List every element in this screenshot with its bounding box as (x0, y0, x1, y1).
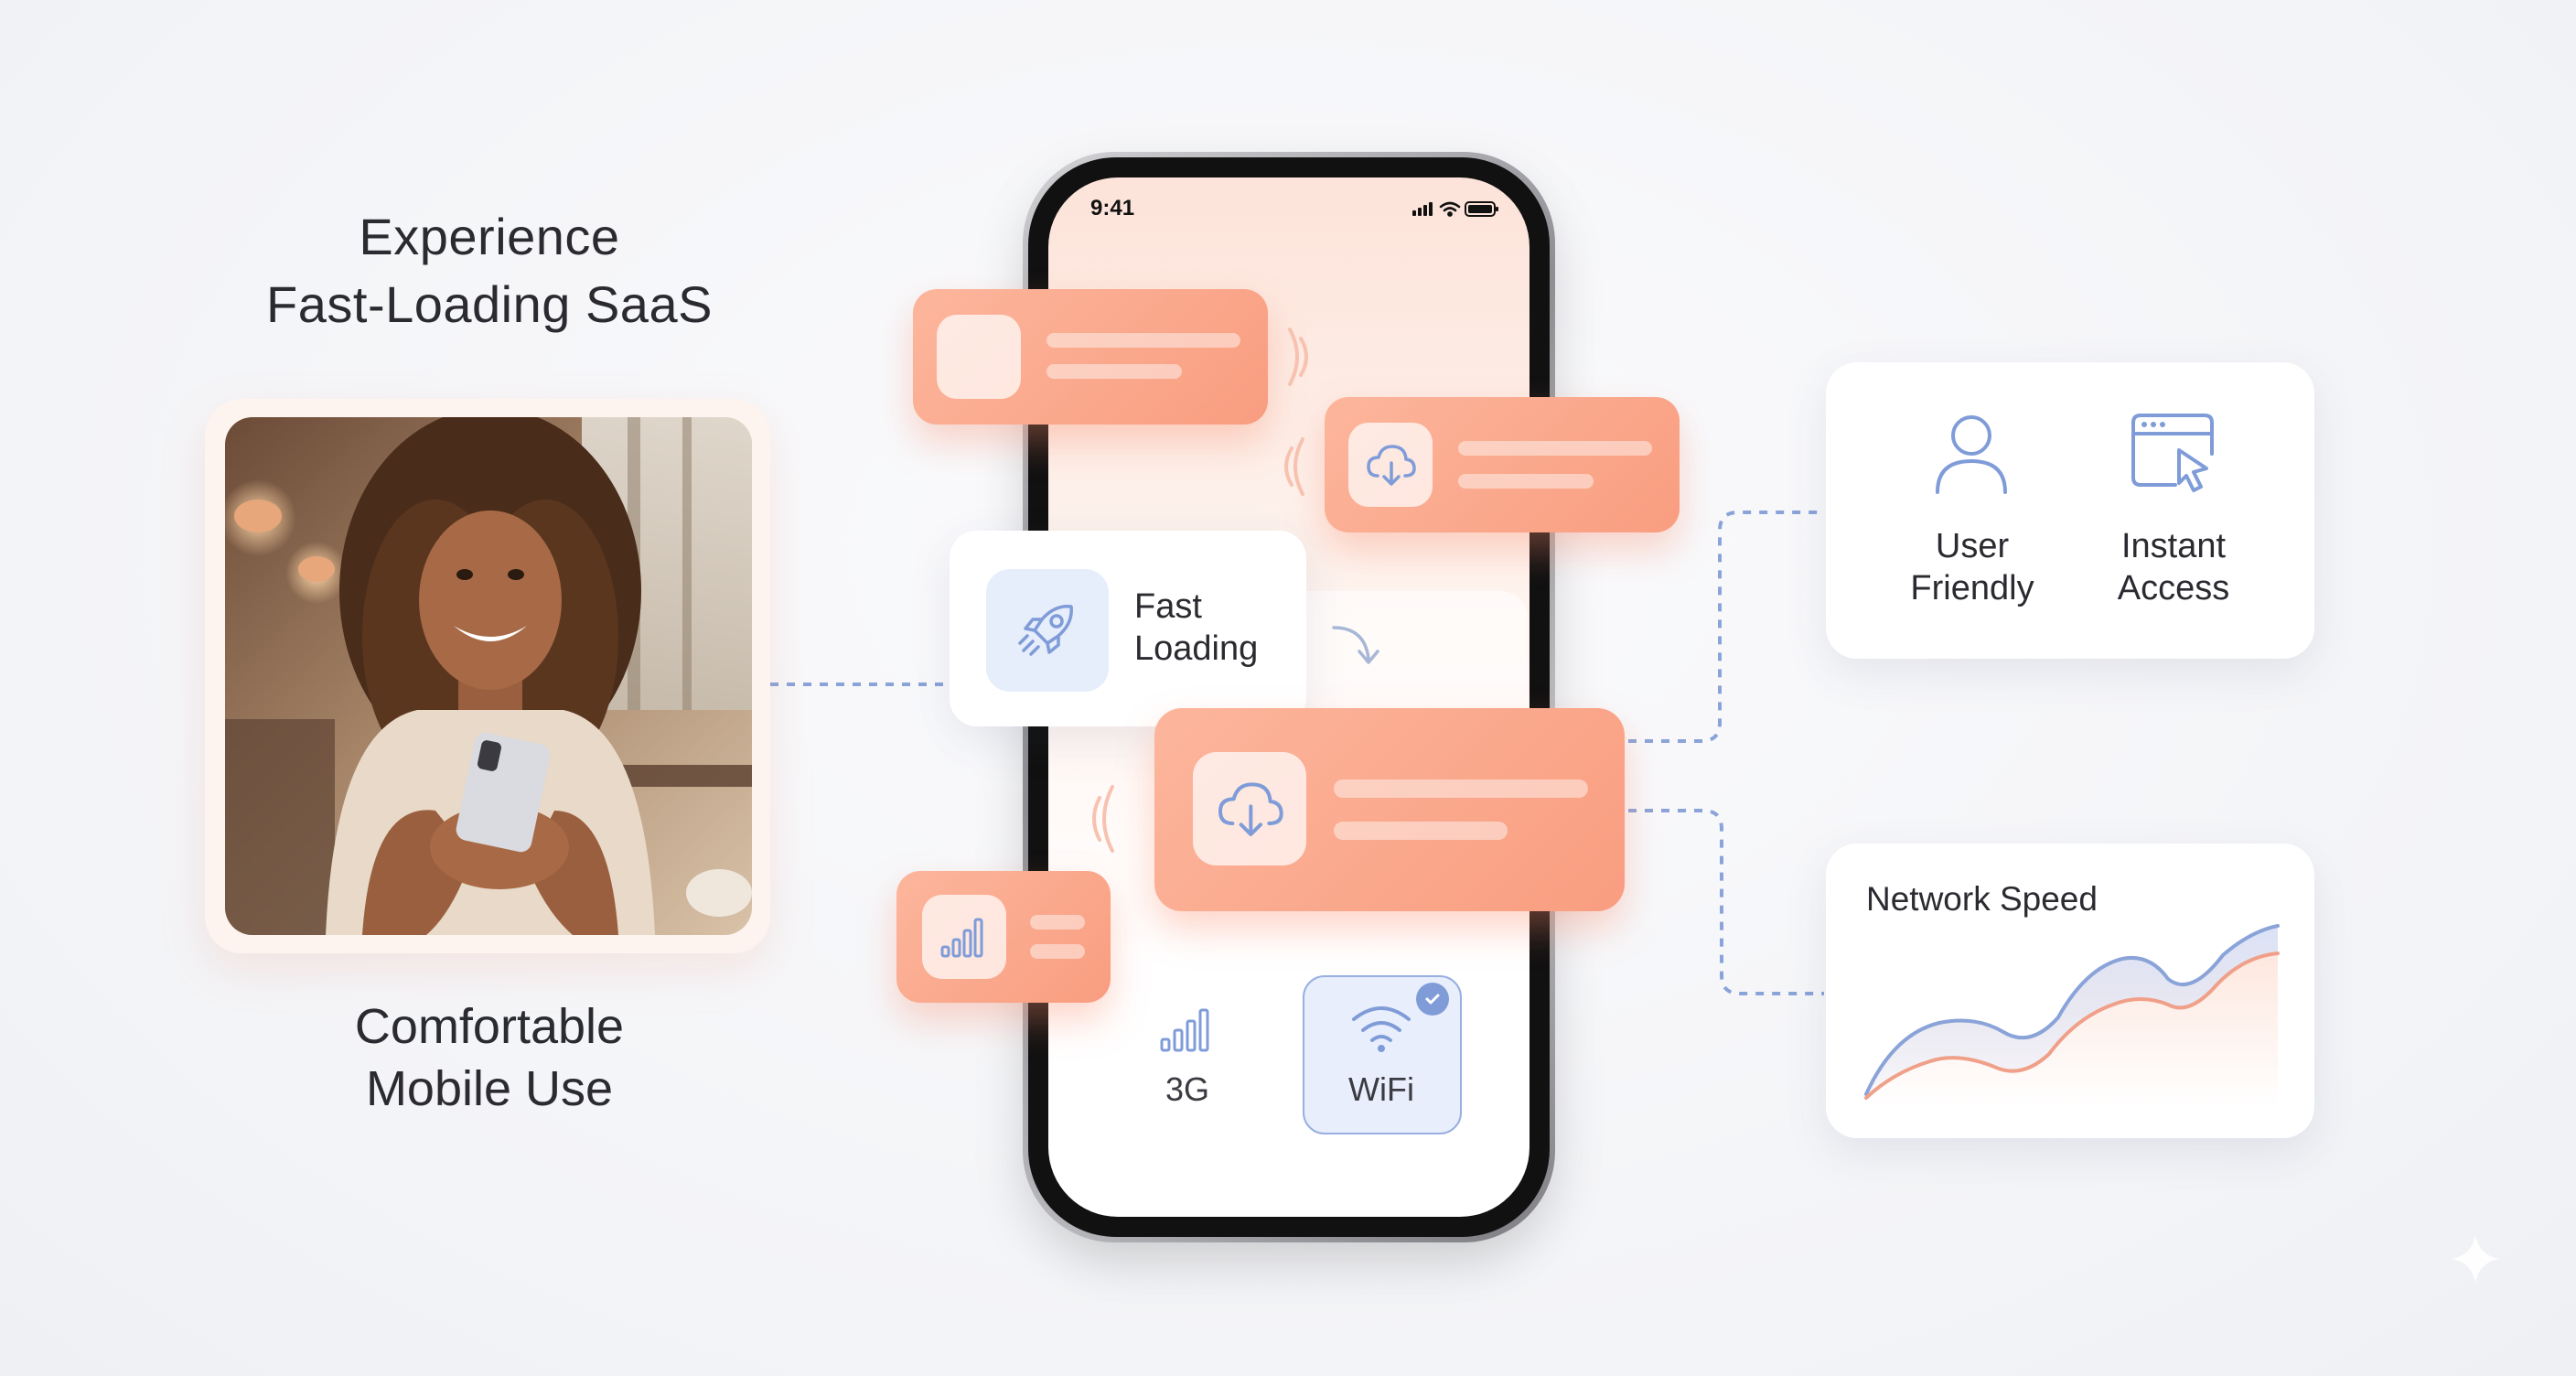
status-time: 9:41 (1090, 196, 1135, 220)
placeholder-bar (1458, 474, 1594, 489)
cloud-download-tile (1193, 752, 1306, 865)
signal-tile (922, 895, 1006, 979)
selected-check-icon (1416, 983, 1449, 1016)
speed-series-orange (1864, 951, 2280, 1100)
rocket-icon (1018, 605, 1073, 656)
battery-icon (1465, 201, 1498, 217)
fast-loading-label: Fast Loading (1134, 586, 1258, 670)
wifi-icon-wrap (1347, 1001, 1416, 1060)
feature-instant-access-line-1: Instant (2120, 527, 2227, 565)
feature-user-friendly-line-1: User (1935, 527, 2010, 565)
feature-user-friendly-line-2: Friendly (1910, 569, 2034, 607)
placeholder-bar (1334, 779, 1588, 798)
connector-to-features (1628, 511, 1824, 743)
cloud-download-icon (1218, 782, 1283, 836)
network-option-3g[interactable] (1158, 1005, 1217, 1060)
signal-icon (1412, 202, 1433, 216)
network-speed-title: Network Speed (1866, 880, 2098, 918)
fast-loading-line-2: Loading (1134, 629, 1259, 668)
headline: Experience Fast-Loading SaaS (165, 203, 814, 339)
user-icon-wrap (1928, 408, 2014, 504)
placeholder-bar (1030, 915, 1085, 930)
speed-gap-fill (1866, 926, 2278, 1098)
feature-user-friendly: User Friendly (1872, 525, 2073, 609)
rocket-tile (986, 569, 1109, 692)
placeholder-bar (1458, 441, 1652, 456)
motion-arcs (1092, 785, 1114, 853)
connector-to-network (1628, 809, 1824, 995)
motion-arcs (1288, 328, 1308, 386)
network-speed-chart (1864, 924, 2280, 1107)
loading-card-1 (913, 289, 1268, 425)
placeholder-bar (1030, 944, 1085, 959)
loading-card-main (1154, 708, 1625, 911)
motion-arcs (1284, 437, 1304, 496)
woman-using-phone-photo (225, 417, 752, 935)
cloud-download-icon (1367, 445, 1416, 486)
feature-instant-access-line-2: Access (2117, 569, 2230, 607)
placeholder-tile (937, 315, 1021, 399)
headline-line-2: Fast-Loading SaaS (266, 275, 713, 333)
speed-series-blue (1864, 924, 2280, 1096)
user-icon (1936, 415, 2007, 494)
fast-loading-line-1: Fast (1134, 587, 1202, 626)
caption-line-2: Mobile Use (365, 1061, 614, 1116)
headline-line-1: Experience (359, 208, 620, 265)
placeholder-bar (1046, 333, 1240, 348)
placeholder-bar (1046, 364, 1182, 379)
curved-arrow-icon (1332, 626, 1379, 664)
loading-card-signal (896, 871, 1111, 1003)
network-label-wifi: WiFi (1348, 1070, 1414, 1108)
wifi-icon (1352, 1006, 1411, 1052)
status-icons (1412, 199, 1504, 222)
sparkle-icon (2452, 1235, 2499, 1283)
placeholder-bar (1334, 822, 1508, 840)
network-label-3g: 3G (1165, 1070, 1210, 1108)
signal-bars-icon (1160, 1008, 1209, 1052)
features-card (1826, 362, 2314, 659)
browser-cursor-icon (2131, 414, 2214, 492)
loading-card-2 (1325, 397, 1680, 532)
browser-cursor-icon-wrap (2128, 410, 2217, 504)
signal-bars-icon (940, 918, 983, 958)
feature-instant-access: Instant Access (2073, 525, 2274, 609)
wifi-icon (1439, 201, 1461, 217)
caption: Comfortable Mobile Use (165, 995, 814, 1120)
caption-line-1: Comfortable (354, 999, 625, 1054)
cloud-download-tile (1348, 423, 1433, 507)
